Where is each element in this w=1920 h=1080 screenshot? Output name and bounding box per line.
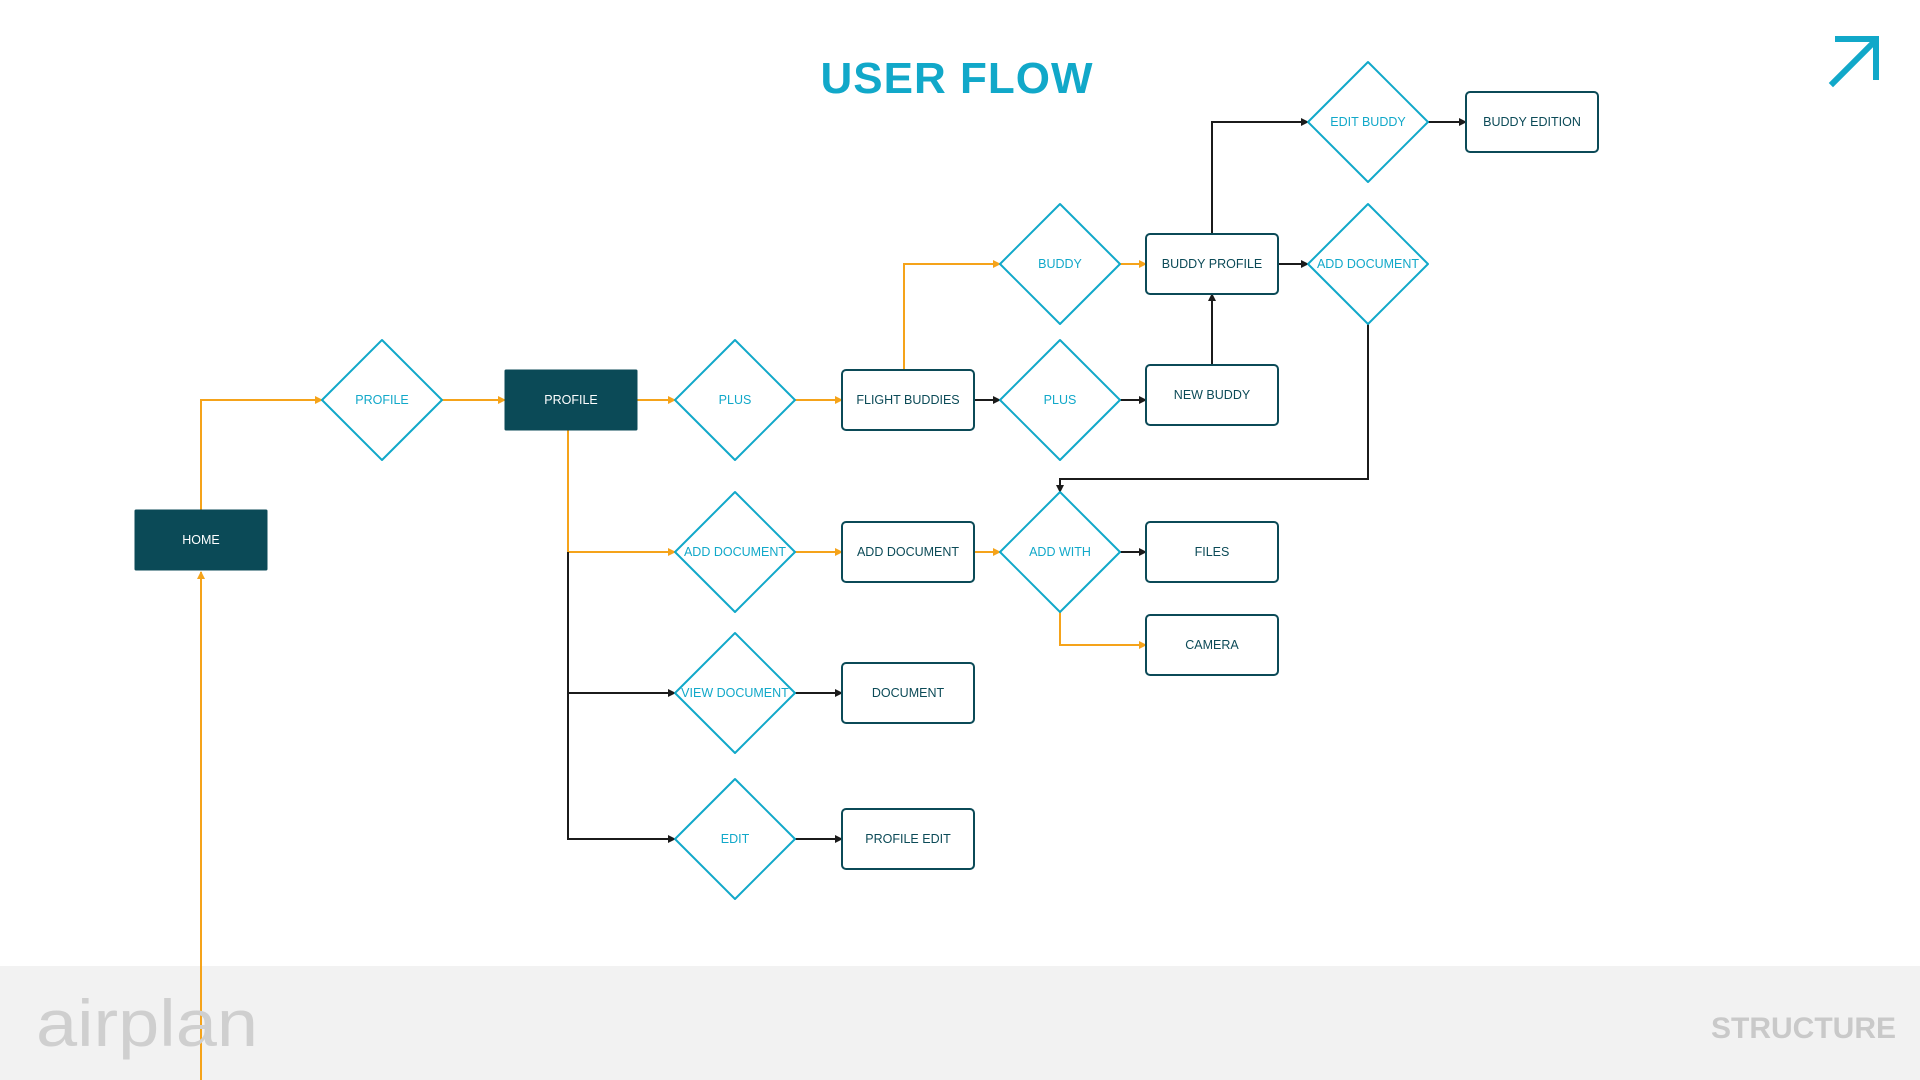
decision-diamond <box>321 339 443 461</box>
node-label: HOME <box>182 533 220 547</box>
decision-diamond <box>1307 61 1429 183</box>
node-label: PLUS <box>719 393 752 407</box>
node-label: BUDDY <box>1038 257 1082 271</box>
screen-box <box>1465 91 1599 153</box>
node-files: FILES <box>1145 521 1279 583</box>
node-label: VIEW DOCUMENT <box>681 686 789 700</box>
decision-diamond <box>674 632 796 754</box>
node-label: FLIGHT BUDDIES <box>856 393 959 407</box>
node-buddy-profile: BUDDY PROFILE <box>1145 233 1279 295</box>
node-label: DOCUMENT <box>872 686 945 700</box>
screen-box-filled <box>134 509 268 571</box>
node-profile-edit: PROFILE EDIT <box>841 808 975 870</box>
node-d-profile: PROFILE <box>321 339 443 461</box>
screen-box <box>841 369 975 431</box>
edge-profile-to-d_add_doc1 <box>567 430 676 556</box>
edges-layer <box>197 118 1467 1080</box>
node-label: CAMERA <box>1185 638 1239 652</box>
node-home: HOME <box>134 509 268 571</box>
decision-diamond <box>999 339 1121 461</box>
edge-flight_buddies-to-d_buddy <box>903 260 1001 370</box>
screen-box <box>1145 521 1279 583</box>
decision-diamond <box>674 339 796 461</box>
decision-diamond <box>999 203 1121 325</box>
node-label: PLUS <box>1044 393 1077 407</box>
edge-home-to-d_profile <box>200 396 323 510</box>
node-document: DOCUMENT <box>841 662 975 724</box>
node-label: ADD DOCUMENT <box>1317 257 1419 271</box>
node-profile: PROFILE <box>504 369 638 431</box>
decision-diamond <box>674 491 796 613</box>
edge-d_add_doc2-to-d_add_with <box>1056 324 1369 493</box>
node-d-edit-buddy: EDIT BUDDY <box>1307 61 1429 183</box>
node-d-plus2: PLUS <box>999 339 1121 461</box>
decision-diamond <box>999 491 1121 613</box>
node-label: PROFILE <box>355 393 409 407</box>
decision-diamond <box>674 778 796 900</box>
arrow-up-right-icon <box>1828 36 1879 88</box>
node-camera: CAMERA <box>1145 614 1279 676</box>
node-label: FILES <box>1195 545 1230 559</box>
section-label: STRUCTURE <box>1711 1012 1896 1045</box>
screen-box <box>841 521 975 583</box>
node-d-add-doc1: ADD DOCUMENT <box>674 491 796 613</box>
node-add-document: ADD DOCUMENT <box>841 521 975 583</box>
node-d-edit: EDIT <box>674 778 796 900</box>
screen-box <box>1145 233 1279 295</box>
node-label: PROFILE EDIT <box>865 832 951 846</box>
node-d-buddy: BUDDY <box>999 203 1121 325</box>
node-label: BUDDY PROFILE <box>1162 257 1263 271</box>
node-d-plus1: PLUS <box>674 339 796 461</box>
edge-buddy_profile-to-d_edit_buddy <box>1211 118 1309 234</box>
screen-box <box>841 808 975 870</box>
node-label: EDIT <box>721 832 750 846</box>
node-d-view-doc: VIEW DOCUMENT <box>674 632 796 754</box>
airplan-logo: airplan <box>36 986 258 1060</box>
nodes-layer: HOME PROFILE PROFILE PLUS FLIGHT BUDDIES BUDD… <box>134 61 1599 900</box>
edge-profile-to-d_view_doc <box>567 552 676 697</box>
airplan-logo-text: airplan <box>36 986 258 1060</box>
footer-band <box>0 966 1920 1080</box>
node-label: ADD DOCUMENT <box>857 545 959 559</box>
page-title: USER FLOW <box>821 54 1094 103</box>
decision-diamond <box>1307 203 1429 325</box>
node-d-add-doc2: ADD DOCUMENT <box>1307 203 1429 325</box>
node-new-buddy: NEW BUDDY <box>1145 364 1279 426</box>
edge-profile-to-d_edit <box>567 693 676 843</box>
edge-d_add_with-to-camera <box>1059 612 1147 649</box>
screen-box <box>1145 614 1279 676</box>
node-flight-buddies: FLIGHT BUDDIES <box>841 369 975 431</box>
node-label: EDIT BUDDY <box>1330 115 1406 129</box>
screen-box <box>1145 364 1279 426</box>
screen-box <box>841 662 975 724</box>
screen-box-filled <box>504 369 638 431</box>
node-label: NEW BUDDY <box>1174 388 1251 402</box>
node-buddy-edition: BUDDY EDITION <box>1465 91 1599 153</box>
node-label: PROFILE <box>544 393 598 407</box>
node-label: ADD DOCUMENT <box>684 545 786 559</box>
node-label: BUDDY EDITION <box>1483 115 1581 129</box>
node-d-add-with: ADD WITH <box>999 491 1121 613</box>
node-label: ADD WITH <box>1029 545 1091 559</box>
